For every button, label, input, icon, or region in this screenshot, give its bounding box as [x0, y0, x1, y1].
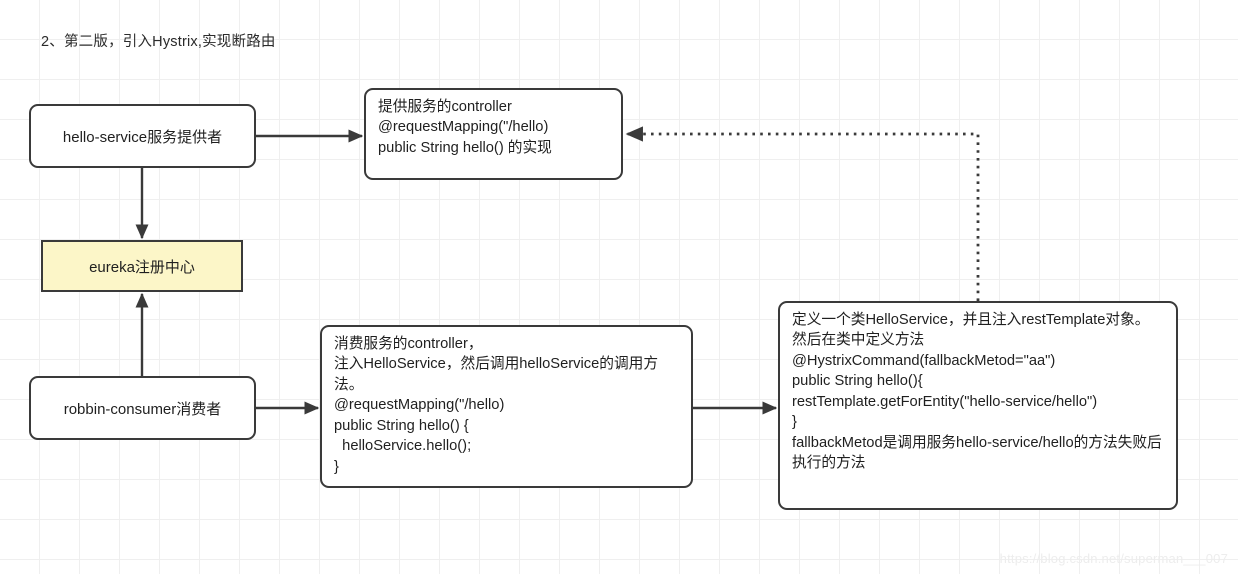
- node-hello-service-provider[interactable]: hello-service服务提供者: [29, 104, 256, 168]
- node-eureka-registry-label: eureka注册中心: [89, 258, 195, 276]
- watermark: https://blog.csdn.net/superman___007: [999, 551, 1228, 566]
- page-title: 2、第二版，引入Hystrix,实现断路由: [41, 34, 276, 50]
- node-eureka-registry[interactable]: eureka注册中心: [41, 240, 243, 292]
- node-provider-controller[interactable]: 提供服务的controller @requestMapping("/hello)…: [364, 88, 623, 180]
- node-hello-service-provider-label: hello-service服务提供者: [62, 128, 223, 146]
- node-consumer-controller[interactable]: 消费服务的controller， 注入HelloService，然后调用hell…: [320, 325, 693, 488]
- node-robbin-consumer[interactable]: robbin-consumer消费者: [29, 376, 256, 440]
- node-hello-service-class[interactable]: 定义一个类HelloService，并且注入restTemplate对象。 然后…: [778, 301, 1178, 510]
- edge-hello-service-class-to-provider-controller: [625, 126, 980, 301]
- node-robbin-consumer-label: robbin-consumer消费者: [63, 400, 222, 418]
